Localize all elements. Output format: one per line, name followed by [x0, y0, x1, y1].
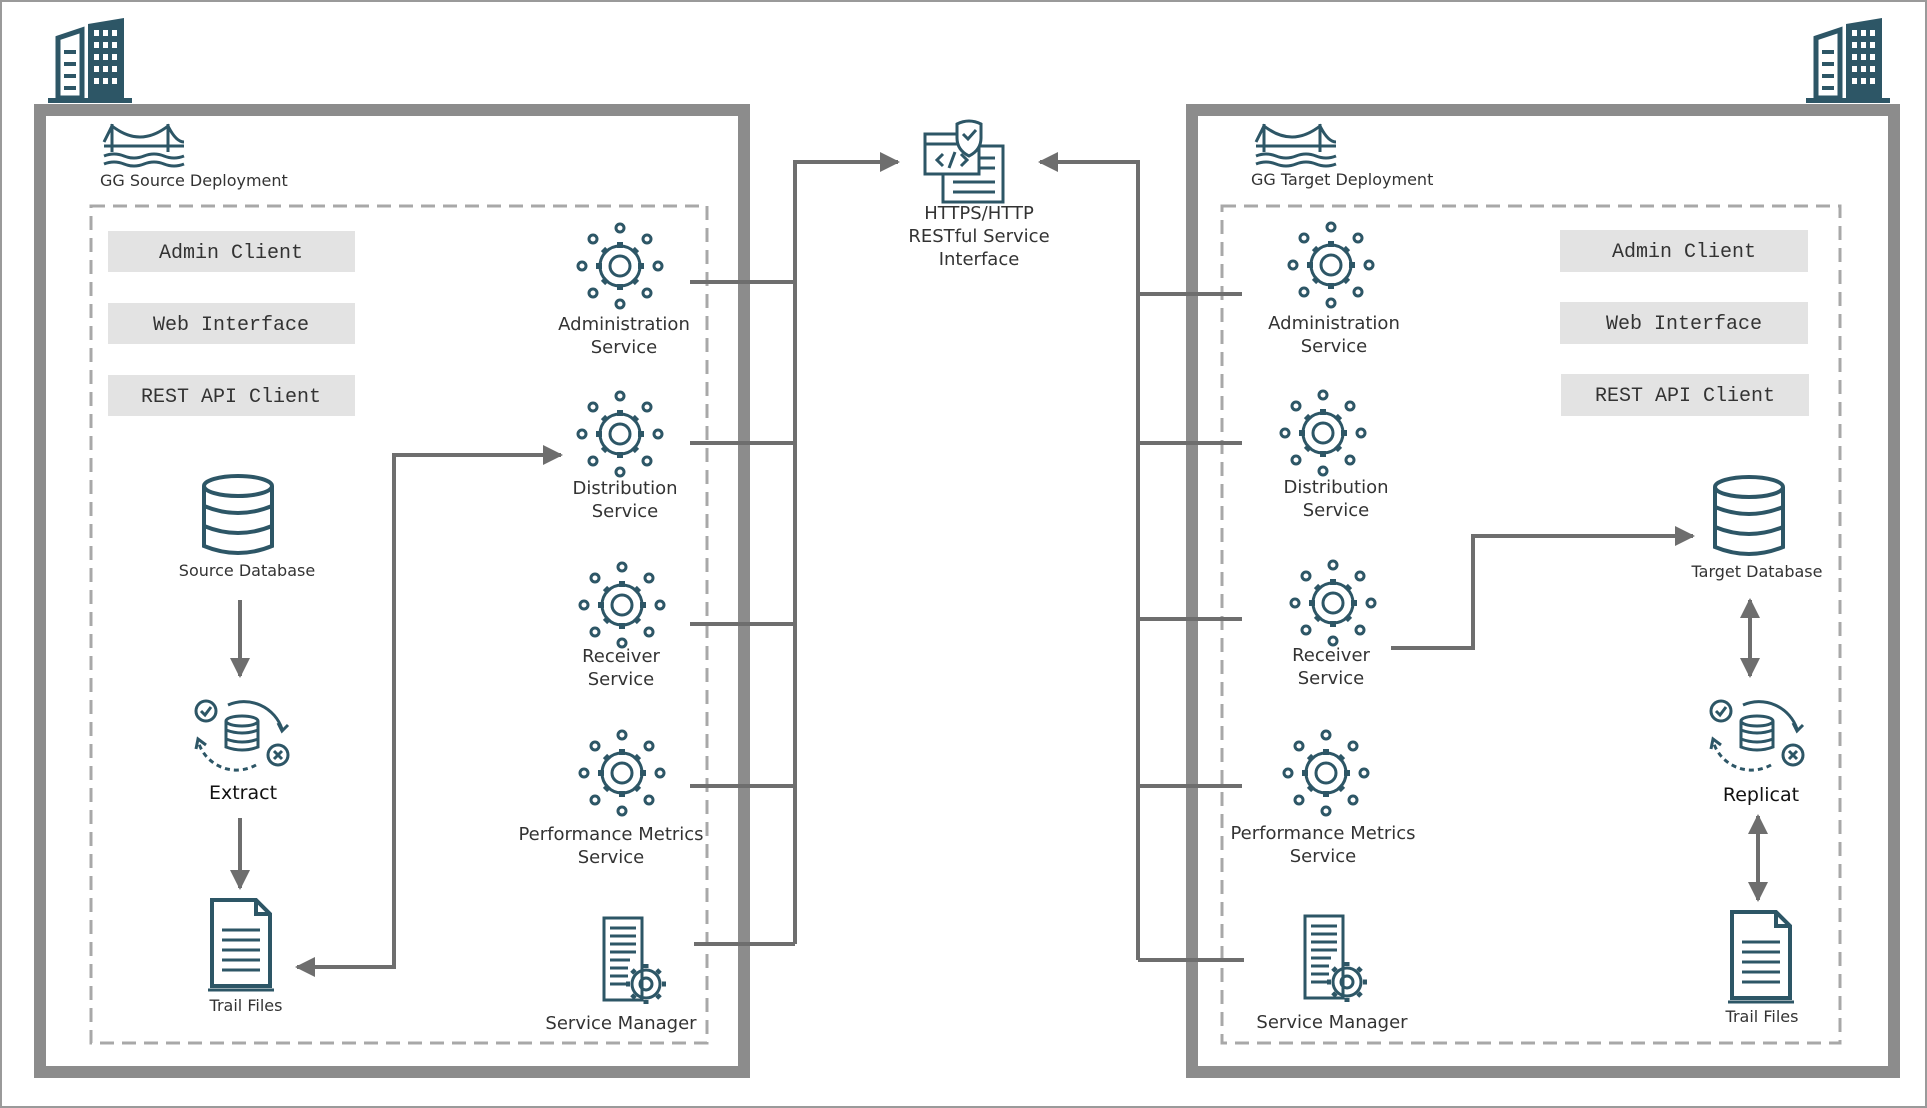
- source-building-icon: [48, 18, 132, 103]
- source-service-manager-label: Service Manager: [545, 1013, 697, 1034]
- source-admin-client-box[interactable]: [108, 231, 355, 272]
- target-web-interface-label: Web Interface: [1606, 313, 1762, 336]
- connector-trail-distribution: [295, 445, 563, 977]
- source-distribution-service-icon: [578, 392, 662, 476]
- target-receiver-service-line1: Receiver: [1292, 645, 1370, 666]
- source-web-interface-box[interactable]: [108, 303, 355, 344]
- source-distribution-service-line1: Distribution: [572, 478, 677, 499]
- target-receiver-service-line2: Service: [1298, 668, 1365, 689]
- source-performance-metrics-service-line2: Service: [578, 847, 645, 868]
- target-database-label: Target Database: [1691, 562, 1823, 581]
- target-service-bus: [1038, 152, 1244, 962]
- source-trail-files-icon: [206, 898, 276, 992]
- target-database-icon: [1713, 475, 1785, 556]
- target-receiver-service-icon: [1291, 561, 1375, 645]
- rest-service-interface-icon: [923, 119, 1005, 204]
- source-performance-metrics-service-icon: [580, 731, 664, 815]
- target-trail-files-label: Trail Files: [1725, 1007, 1799, 1026]
- target-administration-service-icon: [1289, 223, 1373, 307]
- target-distribution-service-line1: Distribution: [1283, 477, 1388, 498]
- target-dashed-boundary: [1220, 204, 1842, 1045]
- source-performance-metrics-service-line1: Performance Metrics: [518, 824, 703, 845]
- source-administration-service-icon: [578, 224, 662, 308]
- source-frame: [34, 104, 750, 1078]
- source-rest-api-client-box[interactable]: [108, 375, 355, 416]
- target-frame: [1186, 104, 1900, 1078]
- extract-process-icon: [194, 699, 290, 772]
- source-receiver-service-line2: Service: [588, 669, 655, 690]
- target-service-manager-label: Service Manager: [1256, 1012, 1408, 1033]
- source-database-icon: [202, 474, 274, 555]
- target-service-manager-icon: [1305, 916, 1367, 1002]
- target-web-interface-box[interactable]: [1560, 302, 1808, 344]
- source-service-bus: [690, 152, 900, 946]
- target-rest-api-client-box[interactable]: [1561, 374, 1809, 416]
- source-distribution-service-line2: Service: [592, 501, 659, 522]
- target-admin-client-box[interactable]: [1560, 230, 1808, 272]
- source-service-manager-icon: [604, 918, 666, 1004]
- target-distribution-service-icon: [1281, 391, 1365, 475]
- target-trail-files-icon: [1726, 910, 1796, 1004]
- extract-label: Extract: [209, 782, 277, 804]
- source-rest-api-client-label: REST API Client: [141, 386, 321, 409]
- target-administration-service-line2: Service: [1301, 336, 1368, 357]
- target-performance-metrics-service-line2: Service: [1290, 846, 1357, 867]
- interface-label-line2: RESTful Service: [908, 226, 1049, 247]
- replicat-process-icon: [1709, 699, 1805, 772]
- interface-label-line1: HTTPS/HTTP: [924, 203, 1034, 224]
- source-web-interface-label: Web Interface: [153, 314, 309, 337]
- connector-receiver-target-database: [1391, 526, 1695, 650]
- target-distribution-service-line2: Service: [1303, 500, 1370, 521]
- source-deployment-label: GG Source Deployment: [100, 171, 288, 190]
- target-administration-service-line1: Administration: [1268, 313, 1400, 334]
- source-database-label: Source Database: [179, 561, 315, 580]
- source-trail-files-label: Trail Files: [209, 996, 283, 1015]
- target-admin-client-label: Admin Client: [1612, 241, 1756, 264]
- source-receiver-service-line1: Receiver: [582, 646, 660, 667]
- replicat-label: Replicat: [1723, 784, 1799, 806]
- source-administration-service-line2: Service: [591, 337, 658, 358]
- target-bridge-icon: [1254, 122, 1338, 168]
- target-building-icon: [1806, 18, 1890, 103]
- target-performance-metrics-service-line1: Performance Metrics: [1230, 823, 1415, 844]
- target-deployment-label: GG Target Deployment: [1251, 170, 1433, 189]
- source-receiver-service-icon: [580, 563, 664, 647]
- source-bridge-icon: [102, 122, 186, 168]
- target-rest-api-client-label: REST API Client: [1595, 385, 1775, 408]
- source-admin-client-label: Admin Client: [159, 242, 303, 265]
- target-performance-metrics-service-icon: [1284, 731, 1368, 815]
- source-administration-service-line1: Administration: [558, 314, 690, 335]
- interface-label-line3: Interface: [939, 249, 1020, 270]
